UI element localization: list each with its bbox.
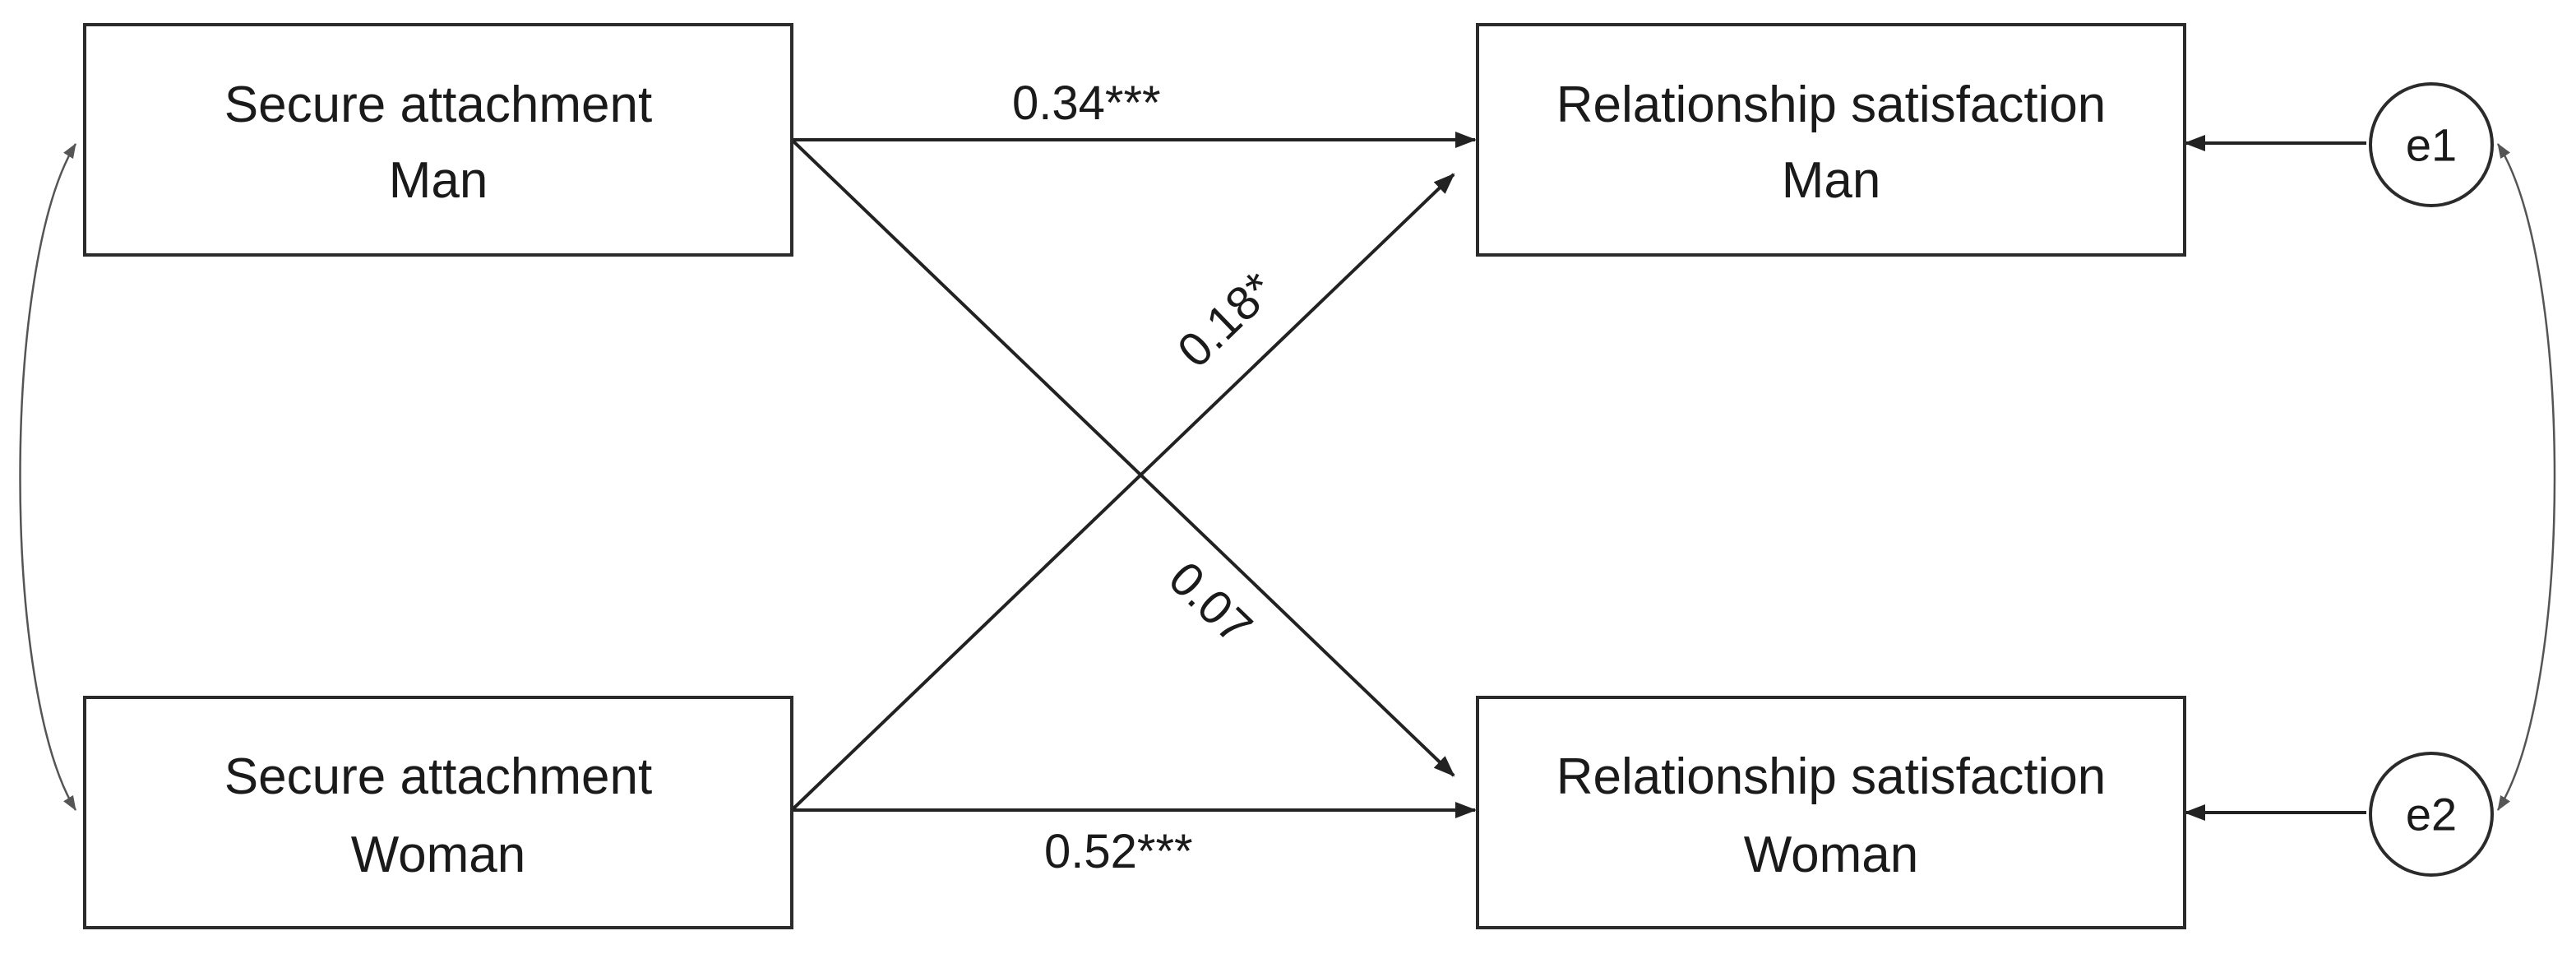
node-secure-attachment-woman-line1: Secure attachment [224,748,652,805]
node-relationship-satisfaction-man-line2: Man [1782,152,1881,209]
path-secure-man-to-rel-woman [790,138,1455,777]
covariance-errors-arc [2496,143,2556,811]
node-secure-attachment-man-line2: Man [389,152,488,209]
node-relationship-satisfaction-man: Relationship satisfaction Man [1476,23,2186,257]
error-term-e2-label: e2 [2406,789,2457,841]
path-secure-woman-to-rel-man [790,173,1455,812]
node-secure-attachment-man-line1: Secure attachment [224,76,652,133]
node-relationship-satisfaction-man-line1: Relationship satisfaction [1556,76,2107,133]
error-term-e1: e1 [2369,82,2494,207]
node-relationship-satisfaction-woman: Relationship satisfaction Woman [1476,696,2186,929]
error-term-e1-label: e1 [2406,119,2457,171]
node-secure-attachment-woman-line2: Woman [351,827,526,883]
covariance-secure-attachment-arc [19,143,77,811]
error-term-e2: e2 [2369,752,2494,877]
node-relationship-satisfaction-woman-line1: Relationship satisfaction [1556,748,2107,805]
node-relationship-satisfaction-woman-line2: Woman [1744,827,1919,883]
node-secure-attachment-man: Secure attachment Man [83,23,793,257]
coef-secure-man-to-rel-woman: 0.07 [1159,552,1262,655]
coef-secure-man-to-rel-man: 0.34*** [1012,76,1161,130]
coef-secure-woman-to-rel-man: 0.18* [1168,262,1285,377]
node-secure-attachment-woman: Secure attachment Woman [83,696,793,929]
coef-secure-woman-to-rel-woman: 0.52*** [1044,825,1193,878]
